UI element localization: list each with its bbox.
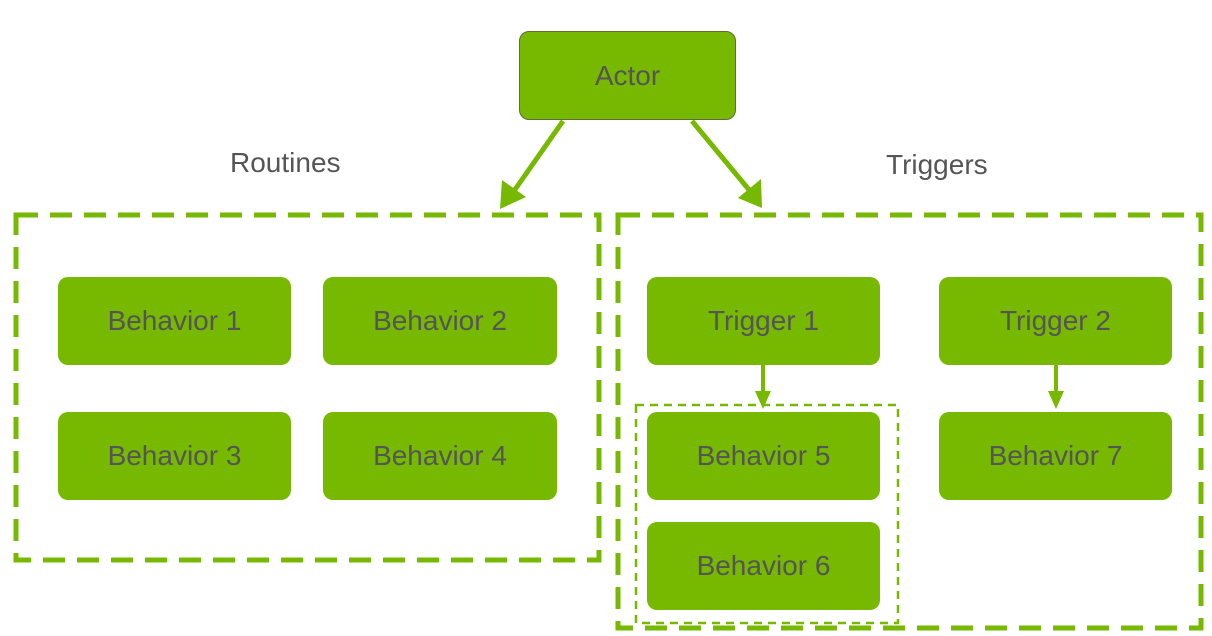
trigger-2-to-behavior-7-arrowhead <box>1048 391 1064 409</box>
behavior-4-node: Behavior 4 <box>323 412 557 500</box>
trigger-1-node: Trigger 1 <box>647 277 880 365</box>
behavior-1-node: Behavior 1 <box>58 277 291 365</box>
behavior-6-label: Behavior 6 <box>696 550 831 581</box>
trigger-1-behaviors-group-box <box>634 403 900 625</box>
routines-group-box <box>13 212 602 563</box>
triggers-label: Triggers <box>886 149 988 180</box>
actor-to-triggers-arrowhead <box>738 179 762 208</box>
triggers-group-box <box>615 212 1204 631</box>
actor-to-routines-arrowhead <box>500 180 526 209</box>
behavior-2-label: Behavior 2 <box>373 305 507 336</box>
actor-to-routines-arrow <box>511 119 566 193</box>
trigger-2-label: Trigger 2 <box>999 305 1111 336</box>
trigger-2-node: Trigger 2 <box>939 277 1172 365</box>
behavior-1-label: Behavior 1 <box>107 305 242 336</box>
actor-node: Actor <box>519 31 736 120</box>
behavior-6-node: Behavior 6 <box>647 522 880 610</box>
behavior-5-node: Behavior 5 <box>647 412 880 500</box>
behavior-3-label: Behavior 3 <box>107 440 242 471</box>
behavior-4-label: Behavior 4 <box>373 440 507 471</box>
actor-label: Actor <box>594 59 661 91</box>
behavior-7-label: Behavior 7 <box>988 440 1123 471</box>
behavior-7-node: Behavior 7 <box>939 412 1172 500</box>
behavior-3-node: Behavior 3 <box>58 412 291 500</box>
trigger-1-label: Trigger 1 <box>707 305 819 336</box>
behavior-2-node: Behavior 2 <box>323 277 557 365</box>
trigger-1-to-behavior-5-arrowhead <box>755 391 771 409</box>
behavior-5-label: Behavior 5 <box>696 440 831 471</box>
actor-to-triggers-arrow <box>690 119 752 193</box>
routines-label: Routines <box>230 147 341 178</box>
